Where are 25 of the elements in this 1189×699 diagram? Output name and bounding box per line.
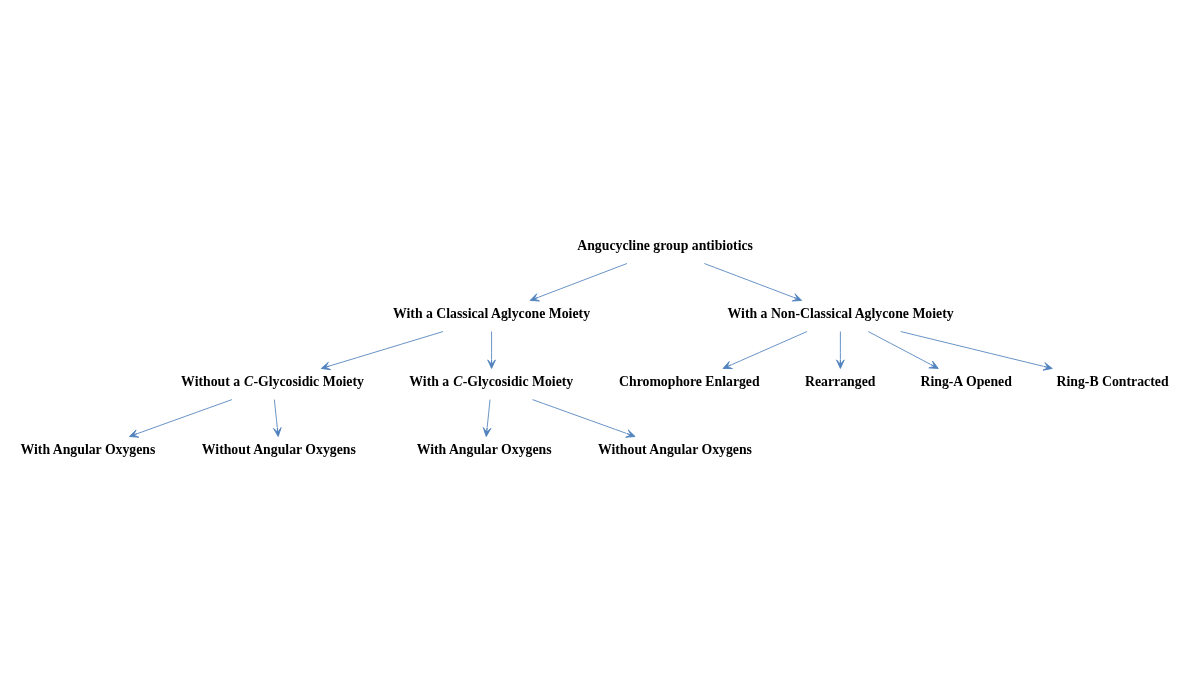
arrow <box>320 330 444 370</box>
node-text: Chromophore Enlarged <box>619 373 760 389</box>
arrow <box>482 398 492 437</box>
node-text: Without a C-Glycosidic Moiety <box>181 373 364 389</box>
arrow <box>836 330 845 369</box>
node-text: Ring-A Opened <box>920 373 1012 389</box>
node-text: With a Classical Aglycone Moiety <box>392 305 591 321</box>
node-text: Angucycline group antibiotics <box>577 237 753 253</box>
node-text: Ring-B Contracted <box>1056 373 1169 389</box>
arrow <box>703 262 803 301</box>
node-text: Without Angular Oxygens <box>597 441 752 457</box>
arrow <box>273 398 282 437</box>
arrow <box>529 262 628 301</box>
node-text: With Angular Oxygens <box>20 441 156 457</box>
arrow <box>722 330 808 369</box>
node-text: With a C-Glycosidic Moiety <box>409 373 574 389</box>
arrow <box>128 398 233 438</box>
arrow <box>900 330 1053 371</box>
node-text: With Angular Oxygens <box>416 441 552 457</box>
arrow <box>532 398 636 438</box>
node-text: With a Non-Classical Aglycone Moiety <box>727 305 954 321</box>
arrow <box>487 330 496 369</box>
arrow <box>867 330 939 369</box>
node-text: Without Angular Oxygens <box>201 441 356 457</box>
node-text: Rearranged <box>805 373 876 389</box>
